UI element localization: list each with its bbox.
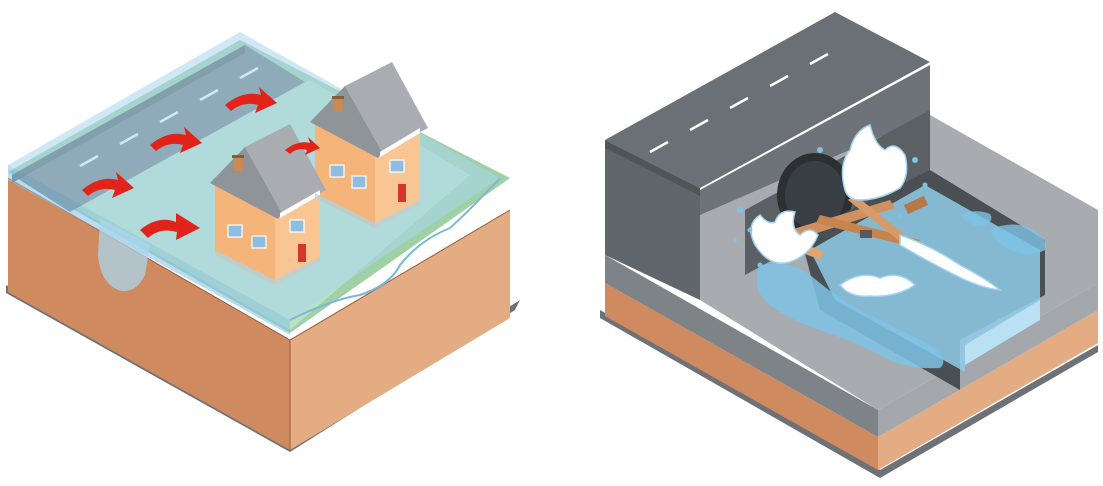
splash-droplets <box>733 147 928 268</box>
left-water-drip <box>98 218 150 291</box>
splash-icon <box>750 124 1003 298</box>
house-icon <box>210 124 326 285</box>
left-panel <box>6 32 520 452</box>
right-road-markings <box>649 52 829 154</box>
right-panel <box>600 12 1098 478</box>
left-water-boundary <box>289 177 501 321</box>
arrow-icon <box>82 87 320 240</box>
left-soil-left-face <box>8 178 290 450</box>
right-soil-right <box>878 310 1098 470</box>
right-soil-left <box>605 283 878 470</box>
right-floodwater <box>756 263 944 369</box>
left-soil-right-face <box>290 210 510 450</box>
right-road <box>605 12 930 188</box>
